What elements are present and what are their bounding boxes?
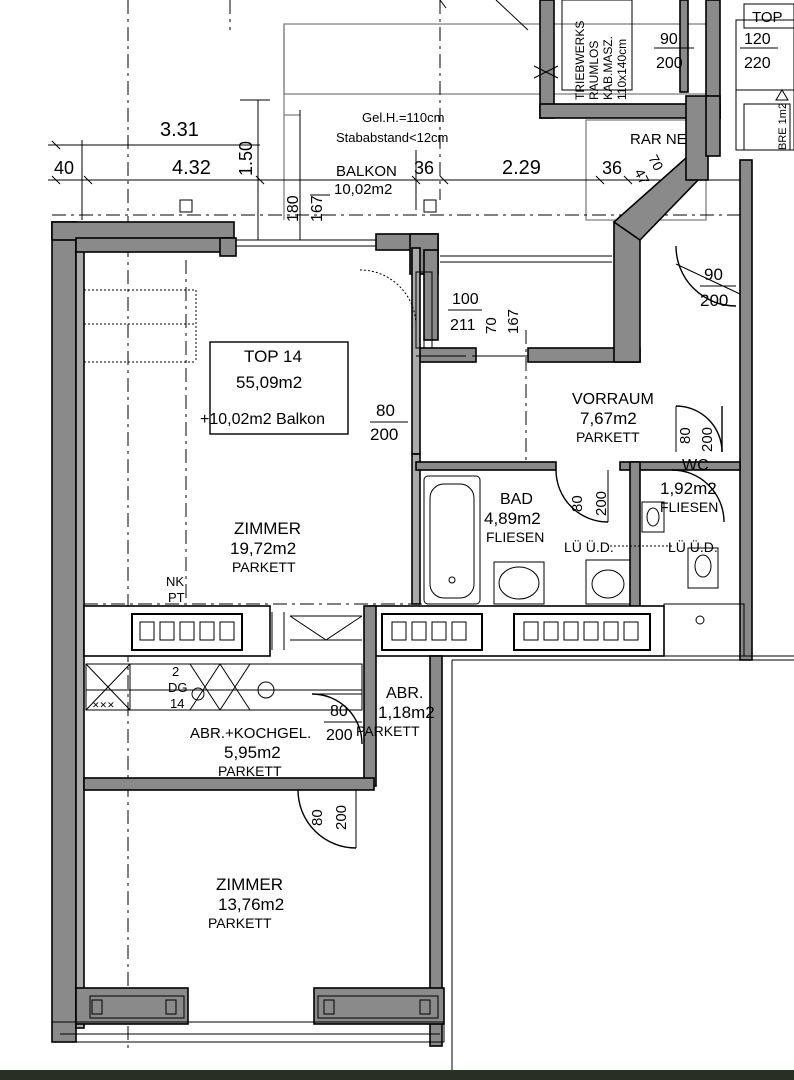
rar-neu-label: RAR NEU: [630, 131, 698, 148]
zimmer1-name: ZIMMER: [234, 519, 301, 538]
balcony-rail-height: Gel.H.=110cm: [362, 110, 445, 125]
zimmer2-floor: PARKETT: [208, 915, 272, 931]
dim-167: 167: [309, 195, 326, 222]
kitchen-xxx: ✕✕✕: [92, 700, 115, 710]
top-label: TOP: [752, 9, 783, 26]
lu-label-1: LÜ Ü.D.: [564, 538, 614, 555]
kochgel-name: ABR.+KOCHGEL.: [190, 725, 311, 742]
kochgel-floor: PARKETT: [218, 763, 282, 779]
balcony-door-100: 100: [452, 291, 479, 308]
lu-label-2: LÜ Ü.D.: [668, 538, 718, 555]
top-dim-120: 120: [744, 31, 771, 48]
bad-area: 4,89m2: [484, 509, 541, 528]
vorraum-floor: PARKETT: [576, 429, 640, 445]
dim-3-31: 3.31: [160, 119, 199, 141]
vorraum-name: VORRAUM: [572, 391, 654, 408]
abr-door-80: 80: [330, 703, 348, 720]
zimmer2-door-80: 80: [309, 809, 326, 826]
bad-door-200: 200: [593, 491, 610, 516]
wc-floor: FLIESEN: [660, 499, 718, 515]
balcony-bar-spacing: Stababstand<12cm: [336, 130, 448, 145]
bathroom-fixtures: [423, 475, 719, 625]
nk-label: NK: [166, 574, 184, 589]
zimmer1-area: 19,72m2: [230, 539, 296, 558]
vorraum-door-80: 80: [677, 427, 694, 444]
kitchen-14: 14: [170, 696, 184, 711]
header-labels: TOP 120 220 BRE 1m2 TRIEBWERKS RAUMLOS K…: [573, 9, 789, 150]
kitchen-dg: DG: [168, 680, 188, 695]
entry-door-90: 90: [704, 265, 723, 284]
bre-label: BRE 1m2: [777, 103, 789, 150]
windows: [84, 239, 612, 363]
shaft-line-4: 110x140cm: [615, 39, 629, 100]
entry-door-200: 200: [700, 291, 728, 310]
unit-area: 55,09m2: [236, 373, 302, 392]
dim-70-diag: 70: [645, 152, 667, 173]
abr-area: 1,18m2: [378, 703, 435, 722]
door-zimmer1-80: 80: [376, 401, 395, 420]
room-labels: ZIMMER 19,72m2 PARKETT VORRAUM 7,67m2 PA…: [166, 391, 718, 931]
unit-balcony: +10,02m2 Balkon: [200, 411, 325, 428]
abr-door-200: 200: [326, 727, 353, 744]
abr-floor: PARKETT: [356, 723, 420, 739]
dim-2-29: 2.29: [502, 157, 541, 179]
vorraum-door-200: 200: [699, 427, 716, 452]
balcony-door-167: 167: [505, 309, 522, 334]
top-dim-220: 220: [744, 55, 771, 72]
shaft-blocks: [60, 612, 651, 1035]
dim-47-diag: 47: [631, 166, 653, 187]
zimmer2-area: 13,76m2: [218, 895, 284, 914]
shaft-door-90: 90: [660, 31, 678, 48]
kitchen-2: 2: [172, 664, 179, 679]
dim-1-50: 1.50: [236, 141, 256, 176]
balcony-area: 10,02m2: [334, 181, 392, 198]
walls: [51, 95, 794, 1070]
balcony-door-70: 70: [483, 317, 500, 334]
neighbour-structures: [283, 0, 794, 221]
bottom-strip: [0, 1070, 794, 1080]
door-zimmer1-200: 200: [370, 425, 398, 444]
unit-info-box: TOP 14 55,09m2 +10,02m2 Balkon: [200, 341, 349, 435]
dimension-lines: 3.31 40 4.32 1.50 36 2.29 36 180 167 RAR…: [48, 99, 745, 240]
balcony-name: BALKON: [336, 163, 397, 180]
bad-floor: FLIESEN: [486, 529, 544, 545]
unit-name: TOP 14: [244, 347, 302, 366]
shaft-line-2: RAUMLOS: [587, 41, 601, 100]
balcony-door-211: 211: [450, 317, 476, 334]
kochgel-area: 5,95m2: [224, 743, 281, 762]
shaft-line-1: TRIEBWERKS: [573, 21, 587, 100]
grid-axes: [52, 0, 745, 1050]
dim-40: 40: [54, 158, 74, 178]
abr-name: ABR.: [386, 685, 423, 702]
kitchen-counter: ✕✕✕ 2 DG 14: [85, 663, 363, 711]
pt-label: PT: [168, 590, 185, 605]
zimmer2-door-200: 200: [333, 805, 350, 830]
shaft-door-200: 200: [656, 55, 683, 72]
dim-36-b: 36: [602, 158, 622, 178]
dim-180: 180: [285, 195, 302, 222]
wc-area: 1,92m2: [660, 479, 717, 498]
dim-4-32: 4.32: [172, 157, 211, 179]
wc-name: WC: [682, 457, 709, 474]
vorraum-area: 7,67m2: [580, 409, 637, 428]
bad-name: BAD: [500, 491, 533, 508]
zimmer2-name: ZIMMER: [216, 875, 283, 894]
door-dims: 80 200 100 211 70 167 90 200 80 200 80 2…: [309, 265, 736, 830]
doors: [297, 245, 741, 849]
shaft-line-3: KAB.MASZ.: [601, 36, 615, 100]
bad-door-80: 80: [569, 495, 586, 512]
dim-36-a: 36: [414, 158, 434, 178]
zimmer1-floor: PARKETT: [232, 559, 296, 575]
